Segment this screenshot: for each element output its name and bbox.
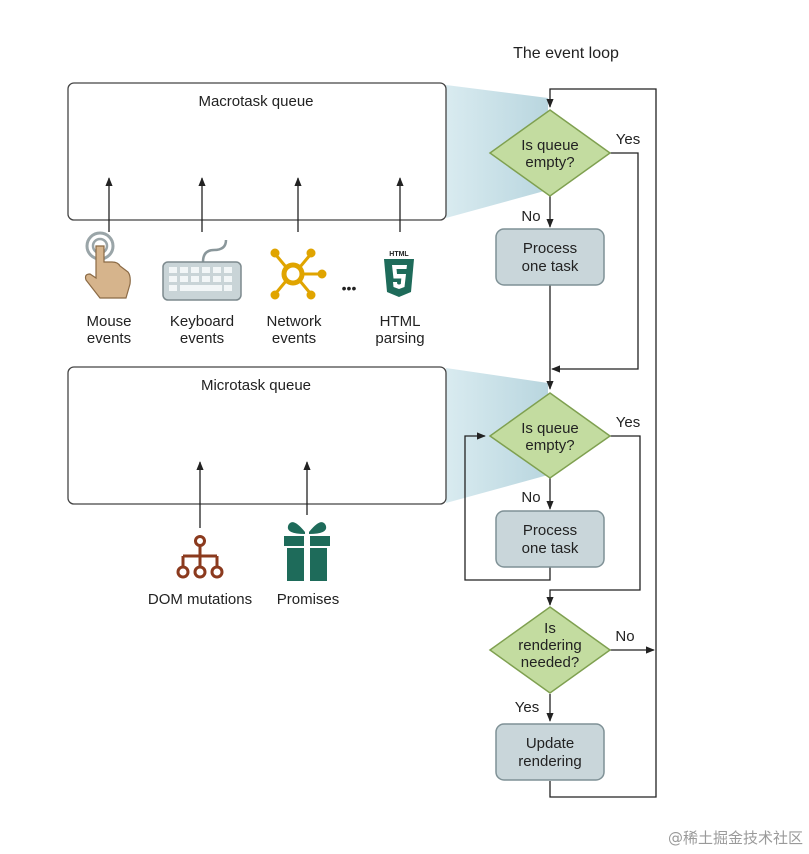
microtask-queue-box [67, 366, 447, 505]
process2-text-2: one task [522, 540, 579, 557]
html5-badge-text: HTML [389, 251, 409, 258]
macrotask-queue-box [67, 82, 447, 221]
keyboard-events-label-1: Keyboard [170, 313, 234, 330]
dom-tree-icon [176, 535, 224, 579]
keyboard-events-label-2: events [180, 330, 224, 347]
macrotask-queue-label: Macrotask queue [198, 93, 313, 110]
sources-ellipsis: ••• [342, 280, 357, 296]
gift-icon [284, 522, 330, 581]
decision2-diamond [488, 392, 612, 479]
update-text-1: Update [526, 735, 574, 752]
decision3-diamond [488, 606, 612, 694]
decision1-yes-line [551, 152, 639, 373]
update-rendering-box [495, 723, 605, 781]
promises-label: Promises [277, 591, 340, 608]
network-events-label-1: Network [266, 313, 322, 330]
decision2-text-2: empty? [525, 437, 574, 454]
process2-text-1: Process [523, 522, 577, 539]
decision3-no-label: No [615, 628, 634, 645]
dom-mutations-label: DOM mutations [148, 591, 252, 608]
html-parsing-label-2: parsing [375, 330, 424, 347]
keyboard-icon [162, 239, 242, 301]
microtask-queue-label: Microtask queue [201, 377, 311, 394]
mouse-events-label-2: events [87, 330, 131, 347]
mouse-events-label-1: Mouse [86, 313, 131, 330]
decision1-text-1: Is queue [521, 137, 579, 154]
network-events-label-2: events [272, 330, 316, 347]
decision3-yes-label: Yes [515, 699, 539, 716]
process1-text-2: one task [522, 258, 579, 275]
decision2-no-label: No [521, 489, 540, 506]
decision1-yes-label: Yes [616, 131, 640, 148]
process1-box [495, 228, 605, 286]
loop-back-line [546, 88, 657, 798]
process2-box [495, 510, 605, 568]
process1-text-1: Process [523, 240, 577, 257]
html5-icon: HTML [384, 251, 414, 297]
diagram-title: The event loop [513, 45, 619, 62]
decision1-text-2: empty? [525, 154, 574, 171]
mouse-pointer-icon [84, 231, 131, 299]
decision3-text-3: needed? [521, 654, 579, 671]
decision2-yes-label: Yes [616, 414, 640, 431]
decision3-text-2: rendering [518, 637, 581, 654]
process2-loop-line [464, 432, 551, 581]
watermark: @稀土掘金技术社区 [667, 829, 803, 847]
decision1-diamond [488, 109, 612, 197]
decision3-text-1: Is [544, 620, 556, 637]
decision1-no-label: No [521, 208, 540, 225]
update-text-2: rendering [518, 753, 581, 770]
decision2-yes-line [546, 435, 641, 606]
decision2-text-1: Is queue [521, 420, 579, 437]
html-parsing-label-1: HTML [380, 313, 421, 330]
network-icon [270, 248, 327, 300]
